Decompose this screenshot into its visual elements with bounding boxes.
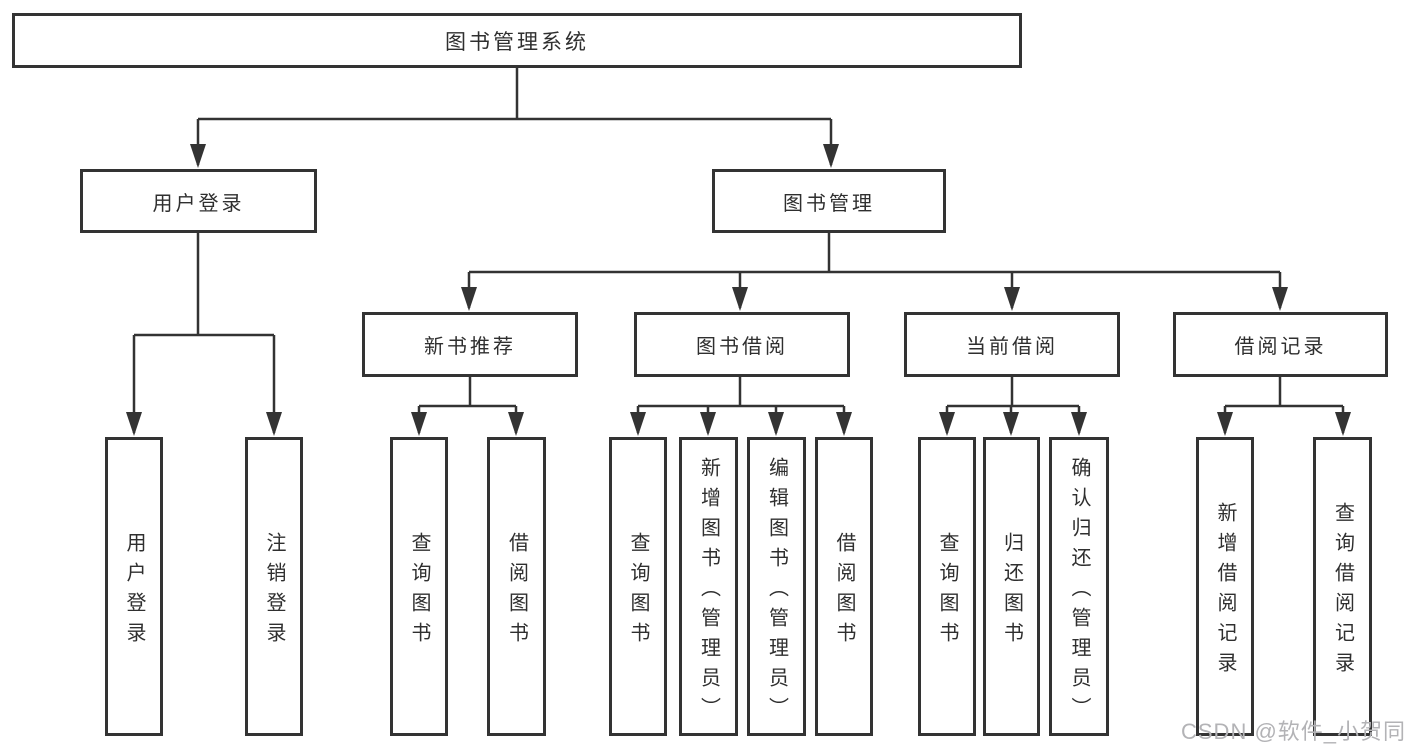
leaf-query-books-current: 查询图书 (918, 437, 976, 736)
leaf-query-books-borrowing: 查询图书 (609, 437, 667, 736)
leaf-logout: 注销登录 (245, 437, 303, 736)
node-new-book-recommendation: 新书推荐 (362, 312, 578, 377)
leaf-borrow-books: 借阅图书 (815, 437, 873, 736)
leaf-query-borrow-record: 查询借阅记录 (1313, 437, 1372, 736)
csdn-watermark: CSDN @软件_小贺同学 (1181, 719, 1405, 744)
node-user-login: 用户登录 (80, 169, 317, 233)
leaf-confirm-return-admin: 确认归还（管理员） (1049, 437, 1109, 736)
node-library-management-system: 图书管理系统 (12, 13, 1022, 68)
leaf-add-book-admin: 新增图书（管理员） (679, 437, 738, 736)
leaf-return-books: 归还图书 (983, 437, 1040, 736)
node-book-borrowing: 图书借阅 (634, 312, 850, 377)
leaf-add-borrow-record: 新增借阅记录 (1196, 437, 1254, 736)
leaf-borrow-books-recommend: 借阅图书 (487, 437, 546, 736)
node-current-borrowing: 当前借阅 (904, 312, 1120, 377)
leaf-edit-book-admin: 编辑图书（管理员） (747, 437, 806, 736)
leaf-user-login: 用户登录 (105, 437, 163, 736)
node-borrowing-records: 借阅记录 (1173, 312, 1388, 377)
node-book-management: 图书管理 (712, 169, 946, 233)
leaf-query-books-recommend: 查询图书 (390, 437, 448, 736)
